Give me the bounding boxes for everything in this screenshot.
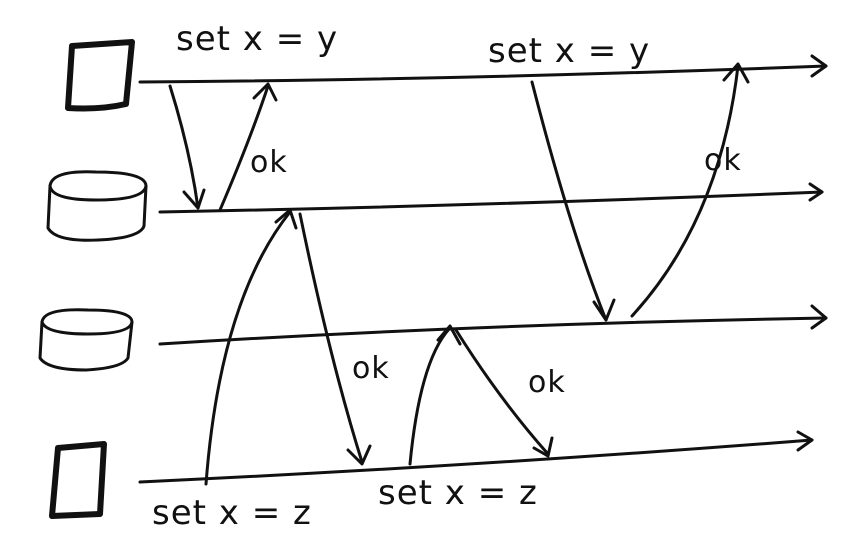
ack-arrow-bottom-mid (454, 328, 554, 458)
ack-label-ok-3: ok (352, 351, 390, 386)
request-arrow-left-top (168, 84, 206, 210)
ack-arrow-bottom-left (298, 212, 372, 466)
request-arrow-bottom-left (204, 208, 298, 486)
storage-cylinder-icon-2 (38, 308, 134, 372)
ack-label-ok-1: ok (250, 145, 288, 180)
ack-arrow-right-top (630, 62, 750, 318)
storage-cylinder-icon-1 (46, 170, 148, 242)
label-set-x-z-mid: set x = z (378, 473, 538, 513)
client-device-icon-top (65, 39, 135, 112)
timeline-2 (158, 182, 824, 214)
timeline-4 (138, 430, 814, 484)
timeline-1 (138, 54, 828, 84)
request-arrow-bottom-mid (408, 324, 462, 466)
timeline-3 (158, 304, 828, 346)
ack-label-ok-4: ok (528, 365, 566, 400)
ack-arrow-left-top (218, 82, 278, 212)
label-set-x-y-left: set x = y (176, 19, 338, 59)
label-set-x-z-left: set x = z (152, 493, 312, 533)
client-device-icon-bottom (49, 441, 107, 519)
request-arrow-right-top (530, 80, 616, 322)
label-set-x-y-right: set x = y (488, 31, 650, 71)
ack-label-ok-2: ok (704, 143, 742, 178)
